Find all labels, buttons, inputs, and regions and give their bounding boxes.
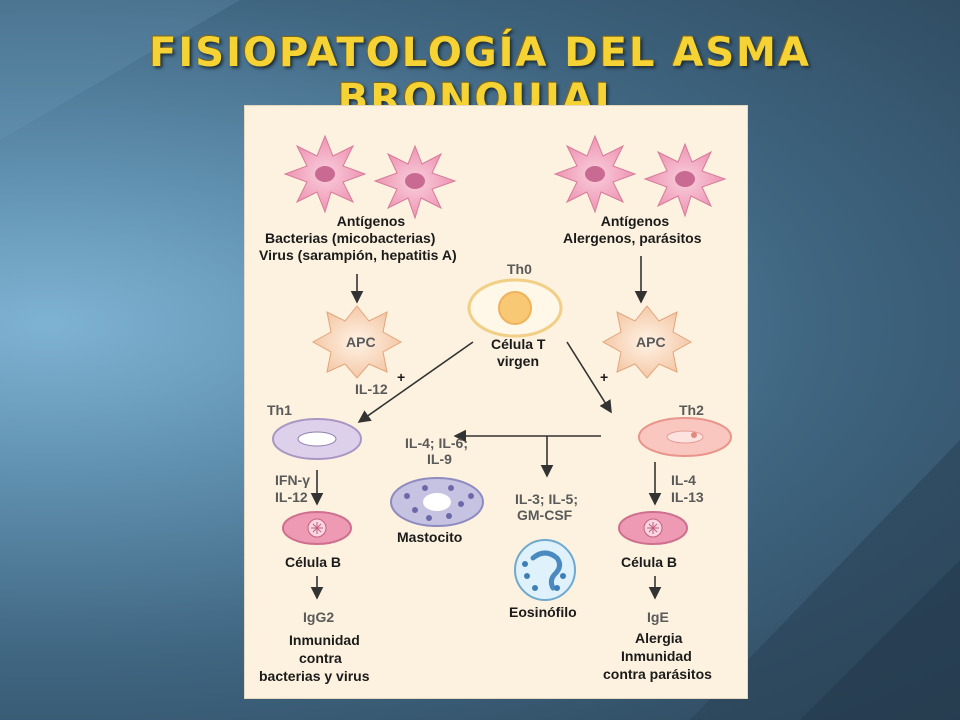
th2-cytokine2: IL-13 [671,489,704,505]
left-antigen-line1: Bacterias (micobacterias) [265,230,436,246]
left-outcome-line3: bacterias y virus [259,668,370,684]
th1-cytokine2: IL-12 [275,489,308,505]
b-cell-left [282,511,352,545]
right-antigen-line1: Alergenos, parásitos [563,230,702,246]
left-antigen-heading: Antígenos [336,213,406,229]
th2-cell [638,417,732,457]
diagram-arrows [310,256,662,600]
mastocito-cytokines-line1: IL-4; IL-6; [405,435,468,451]
apc-right-label: APC [636,334,666,350]
eosinofilo-cell [514,539,576,601]
left-outcome-line1: Inmunidad [289,632,360,648]
mastocito-cell [390,477,484,527]
mastocito-cytokines-line2: IL-9 [427,451,452,467]
left-ig-label: IgG2 [303,609,335,625]
apc-cell-right [601,305,693,379]
right-outcome-line3: contra parásitos [603,666,712,682]
th0-label: Th0 [507,261,532,277]
th2-label: Th2 [679,402,704,418]
apc-cell-left [311,305,403,379]
arrow-th0-to-th2 [566,341,612,414]
th0-cell [467,278,563,338]
left-bcell-label: Célula B [285,554,342,570]
th1-label: Th1 [267,402,292,418]
arrow-th0-to-th1 [357,341,474,423]
th0-caption-line1: Célula T [491,336,546,352]
dendritic-cell-left-1 [283,134,367,214]
left-outcome-line2: contra [299,650,342,666]
right-bcell-label: Célula B [621,554,678,570]
th0-caption-line2: virgen [497,353,540,369]
right-outcome-line2: Inmunidad [621,648,692,664]
th1-cytokine1: IFN-γ [275,472,310,488]
left-antigen-line2: Virus (sarampión, hepatitis A) [259,247,457,263]
diagram-canvas [272,134,732,601]
mastocito-label: Mastocito [397,529,463,545]
apc-left-sign: + [397,369,406,385]
dendritic-cell-right-1 [553,134,637,214]
right-antigen-heading: Antígenos [600,213,670,229]
th1-cell [272,418,362,460]
apc-left-cytokine: IL-12 [355,381,388,397]
b-cell-right [618,511,688,545]
eosinofilo-label: Eosinófilo [509,604,577,620]
diagram-panel: Antígenos Bacterias (micobacterias) Viru… [245,106,747,698]
right-ig-label: IgE [647,609,669,625]
eosinofilo-cytokines-line1: IL-3; IL-5; [515,491,578,507]
eosinofilo-cytokines-line2: GM-CSF [517,507,573,523]
apc-left-label: APC [346,334,376,350]
right-outcome-line1: Alergia [635,630,683,646]
apc-right-sign: + [600,369,609,385]
dendritic-cell-left-2 [373,144,457,220]
dendritic-cell-right-2 [643,142,727,218]
th2-cytokine1: IL-4 [671,472,696,488]
